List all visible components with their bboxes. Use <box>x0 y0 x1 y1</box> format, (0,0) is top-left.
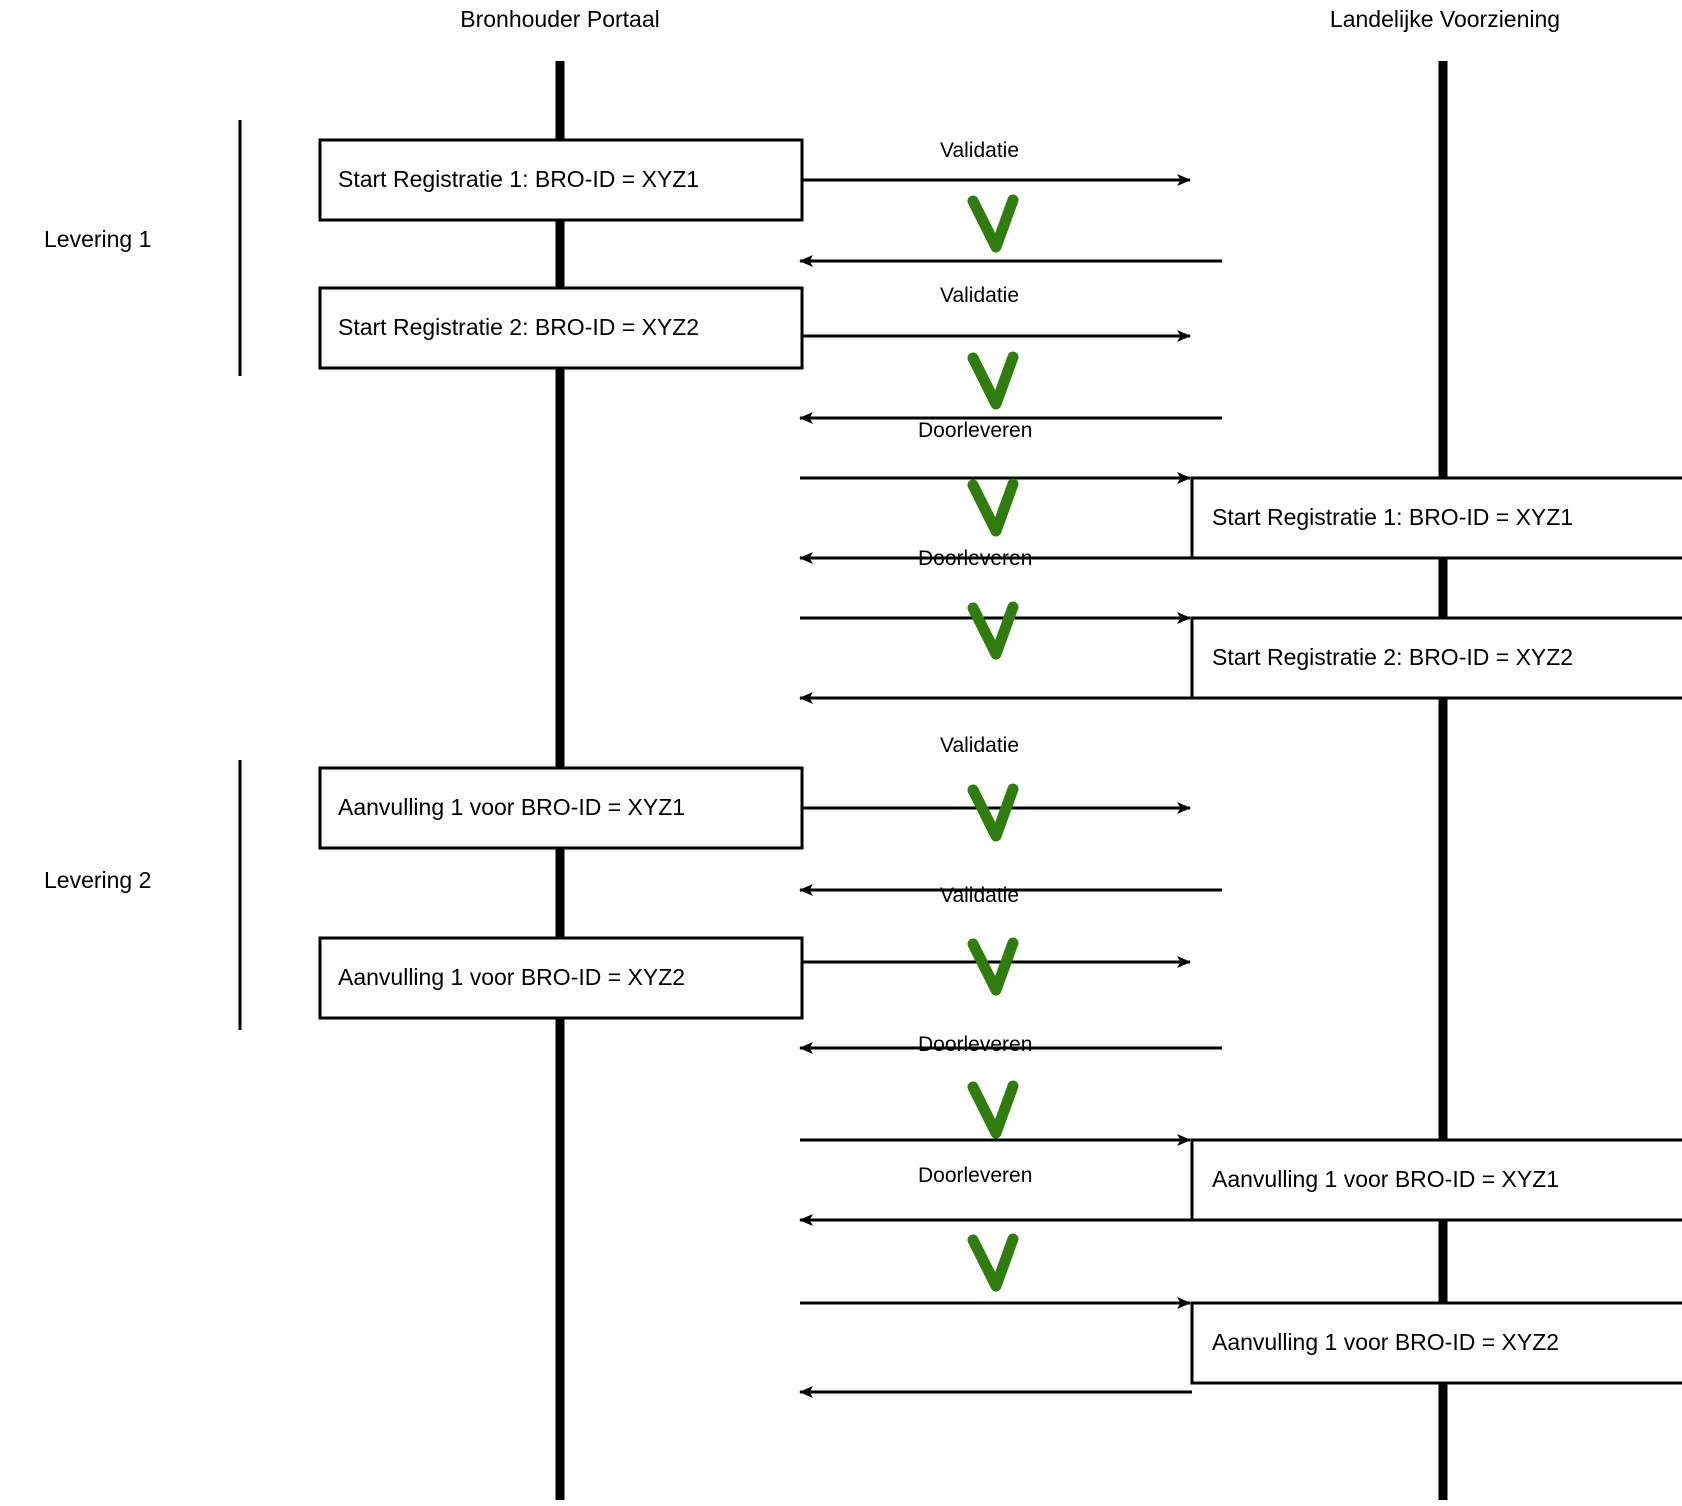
right-box-label-4: Aanvulling 1 voor BRO-ID = XYZ2 <box>1212 1329 1560 1355</box>
message-label-m4: Doorleveren <box>918 547 1033 570</box>
message-label-m7: Doorleveren <box>918 1033 1033 1056</box>
checkmark-icon <box>967 351 1019 410</box>
right-box-label-1: Start Registratie 1: BRO-ID = XYZ1 <box>1212 504 1574 530</box>
left-box-3 <box>318 766 804 850</box>
message-label-m1: Validatie <box>940 139 1019 162</box>
right-box-4 <box>1190 1301 1682 1385</box>
checkmark-icon <box>967 1080 1019 1139</box>
checkmark-icon <box>967 937 1019 996</box>
right-box-label-3: Aanvulling 1 voor BRO-ID = XYZ1 <box>1212 1166 1560 1192</box>
right-box-2 <box>1190 616 1682 700</box>
right-box-1 <box>1190 476 1682 560</box>
message-label-m2: Validatie <box>940 284 1019 307</box>
checkmark-icon <box>967 478 1019 537</box>
lifeline-header-landelijke: Landelijke Voorziening <box>1329 6 1561 32</box>
left-box-label-1: Start Registratie 1: BRO-ID = XYZ1 <box>338 166 700 192</box>
group-label-levering-2: Levering 2 <box>44 867 152 893</box>
left-box-4 <box>318 936 804 1020</box>
left-box-label-3: Aanvulling 1 voor BRO-ID = XYZ1 <box>338 794 686 820</box>
message-label-m3: Doorleveren <box>918 419 1033 442</box>
left-box-2 <box>318 286 804 370</box>
left-box-label-2: Start Registratie 2: BRO-ID = XYZ2 <box>338 314 700 340</box>
checkmark-icon <box>967 1233 1019 1292</box>
left-box-1 <box>318 138 804 222</box>
message-label-m6: Validatie <box>940 884 1019 907</box>
message-label-m5: Validatie <box>940 734 1019 757</box>
checkmark-icon <box>967 194 1019 253</box>
right-box-3 <box>1190 1138 1682 1222</box>
lifeline-header-bronhouder: Bronhouder Portaal <box>460 6 660 32</box>
group-label-levering-1: Levering 1 <box>44 226 152 252</box>
right-box-label-2: Start Registratie 2: BRO-ID = XYZ2 <box>1212 644 1574 670</box>
left-box-label-4: Aanvulling 1 voor BRO-ID = XYZ2 <box>338 964 686 990</box>
checkmark-icon <box>967 601 1019 660</box>
checkmark-icon <box>967 783 1019 842</box>
message-label-m8: Doorleveren <box>918 1164 1033 1187</box>
